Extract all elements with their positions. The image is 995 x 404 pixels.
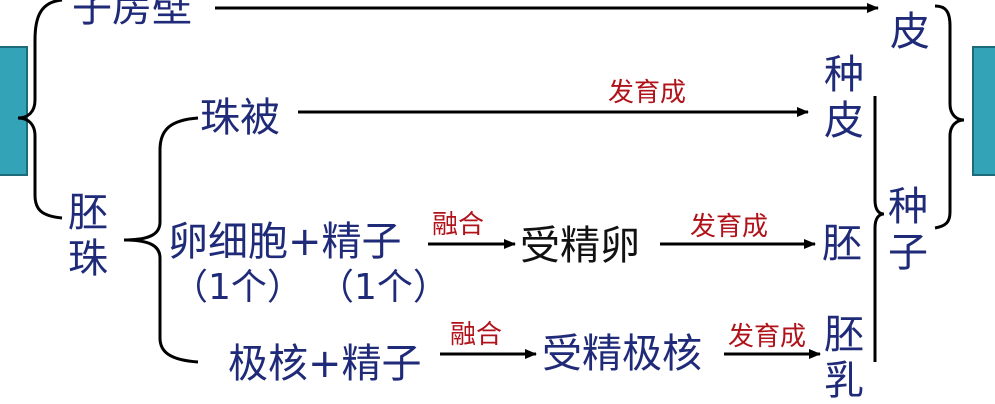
polar-sperm-label: 极核+精子 — [228, 341, 422, 387]
develop-into-label-1: 发育成 — [608, 78, 687, 108]
egg-sperm-label: 卵细胞+精子 — [168, 219, 402, 265]
embryo-label: 胚 — [822, 221, 862, 267]
ovary-wall-label: 子房壁 — [72, 0, 192, 31]
right-side-box — [972, 46, 995, 176]
fertilized-polar-label: 受精极核 — [542, 331, 702, 377]
fusion-label-1: 融合 — [432, 210, 485, 240]
integument-label: 珠被 — [200, 95, 280, 141]
develop-into-label-2: 发育成 — [690, 212, 769, 242]
sperm-count-label: （1个） — [318, 267, 449, 308]
ovule-brace — [123, 116, 199, 364]
endosperm-label: 胚乳 — [824, 312, 864, 404]
ovule-label: 胚珠 — [68, 190, 108, 282]
fruit-brace — [934, 4, 965, 230]
seed-label: 种子 — [888, 184, 928, 276]
zygote-label: 受精卵 — [520, 223, 640, 269]
seed-brace — [873, 96, 885, 362]
seed-coat-label: 种皮 — [824, 52, 864, 144]
ovary-brace — [17, 0, 63, 220]
left-side-box — [0, 46, 28, 176]
egg-count-label: （1个） — [172, 267, 303, 308]
develop-into-label-3: 发育成 — [728, 322, 807, 352]
fusion-label-2: 融合 — [450, 320, 503, 350]
pericarp-label: 皮 — [890, 9, 930, 55]
